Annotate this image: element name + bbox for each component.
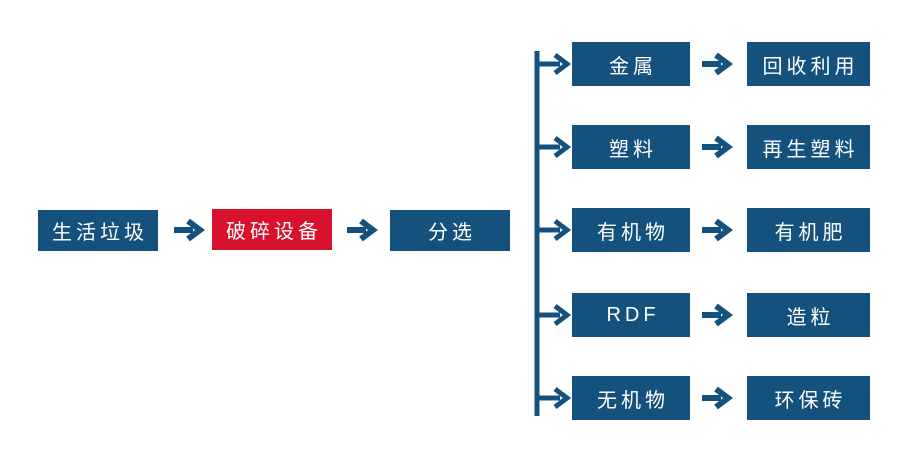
branch-arrow-icon <box>537 136 572 158</box>
arrow-right-icon <box>174 218 205 242</box>
node-result-recycling: 回收利用 <box>747 42 870 86</box>
arrow-right-icon <box>702 303 733 327</box>
node-result-granulation: 造粒 <box>747 293 870 337</box>
node-category-plastic: 塑料 <box>572 125 690 169</box>
branch-arrow-icon <box>537 304 572 326</box>
node-crushing-equipment: 破碎设备 <box>212 209 332 250</box>
branch-arrow-icon <box>537 387 572 409</box>
arrow-right-icon <box>702 218 733 242</box>
node-result-recycled-plastic: 再生塑料 <box>747 125 870 169</box>
node-category-organic: 有机物 <box>572 208 690 252</box>
node-household-waste: 生活垃圾 <box>38 210 158 251</box>
arrow-right-icon <box>702 52 733 76</box>
node-category-rdf: RDF <box>572 293 690 337</box>
arrow-right-icon <box>347 218 378 242</box>
node-result-organic-fertilizer: 有机肥 <box>747 208 870 252</box>
arrow-right-icon <box>702 386 733 410</box>
node-category-metal: 金属 <box>572 42 690 86</box>
node-sorting: 分选 <box>390 210 510 251</box>
branch-arrow-icon <box>537 53 572 75</box>
arrow-right-icon <box>702 135 733 159</box>
branch-arrow-icon <box>537 219 572 241</box>
node-category-inorganic: 无机物 <box>572 376 690 420</box>
node-result-eco-brick: 环保砖 <box>747 376 870 420</box>
